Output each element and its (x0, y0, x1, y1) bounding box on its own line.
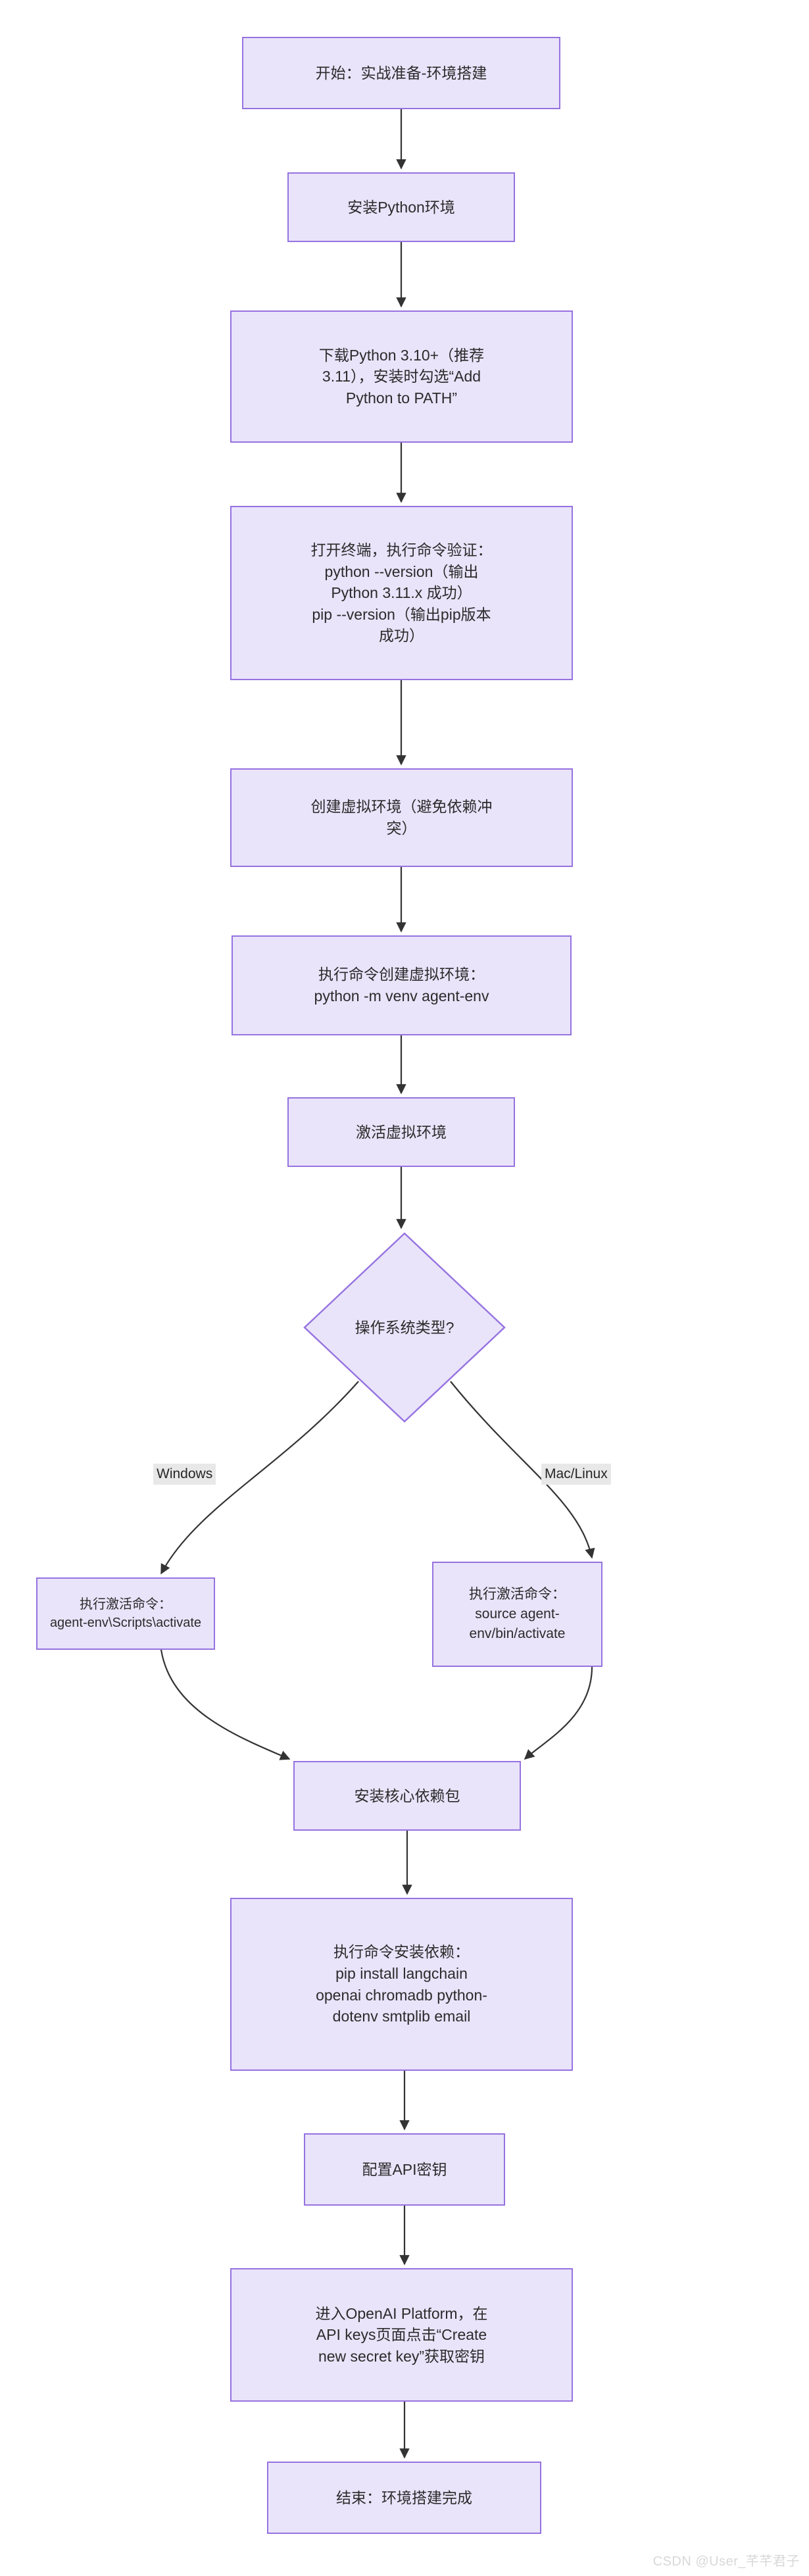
node-config-api-key[interactable]: 配置API密钥 (304, 2133, 505, 2206)
edge-label-maclinux: Mac/Linux (541, 1464, 611, 1485)
csdn-watermark: CSDN @User_芊芊君子 (652, 2554, 800, 2569)
node-start[interactable]: 开始：实战准备-环境搭建 (242, 37, 560, 109)
node-download-python[interactable]: 下载Python 3.10+（推荐 3.11），安装时勾选“Add Python… (230, 310, 573, 443)
node-create-venv[interactable]: 创建虚拟环境（避免依赖冲 突） (230, 768, 573, 867)
node-activate-unix[interactable]: 执行激活命令： source agent- env/bin/activate (432, 1562, 602, 1667)
node-install-python[interactable]: 安装Python环境 (287, 172, 515, 242)
node-activate-venv[interactable]: 激活虚拟环境 (287, 1097, 515, 1167)
edge-maclinux-to-install-deps (524, 1666, 593, 1760)
edge-windows-to-install-deps (160, 1649, 291, 1760)
node-install-deps[interactable]: 安装核心依赖包 (293, 1761, 521, 1831)
node-venv-command[interactable]: 执行命令创建虚拟环境： python -m venv agent-env (232, 935, 572, 1035)
edge-label-windows: Windows (153, 1464, 216, 1485)
node-openai-platform[interactable]: 进入OpenAI Platform，在 API keys页面点击“Create … (230, 2268, 573, 2402)
node-os-type[interactable]: 操作系统类型? (303, 1232, 506, 1423)
node-os-type-label: 操作系统类型? (355, 1318, 454, 1336)
node-activate-windows[interactable]: 执行激活命令： agent-env\Scripts\activate (36, 1577, 215, 1650)
diamond-shape (303, 1232, 506, 1423)
node-end[interactable]: 结束：环境搭建完成 (267, 2462, 541, 2534)
node-verify-terminal[interactable]: 打开终端，执行命令验证： python --version（输出 Python … (230, 506, 573, 680)
node-pip-install[interactable]: 执行命令安装依赖： pip install langchain openai c… (230, 1898, 573, 2071)
